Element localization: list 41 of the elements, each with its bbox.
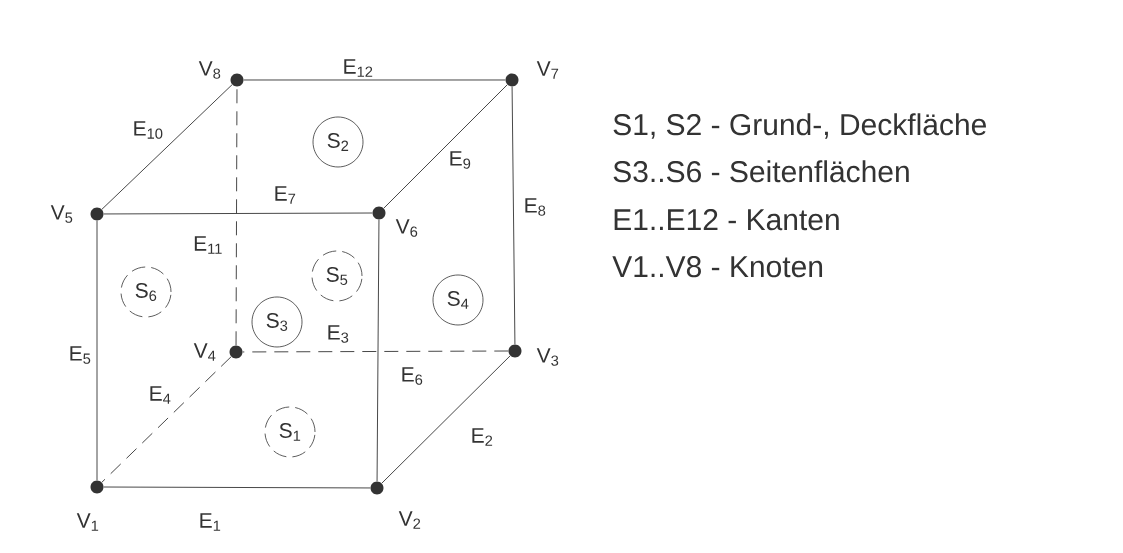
cube-edge (96, 220, 98, 481)
cube-edge (101, 84, 233, 210)
vertex-label: V$_{2}$ (398, 511, 421, 529)
edge-label: E$_{3}$ (328, 325, 349, 343)
face-label: S$_{4}$ (432, 274, 484, 326)
face-label: S$_{1}$ (264, 406, 316, 458)
cube-edge (381, 355, 511, 484)
cube-edge (243, 79, 506, 81)
face-label: S$_{5}$ (311, 250, 363, 302)
edge-label: E$_{9}$ (450, 151, 471, 169)
edge-label: E$_{10}$ (134, 121, 163, 139)
cube-edge (511, 86, 516, 345)
edge-label: E$_{2}$ (472, 428, 493, 446)
legend-text: E1..E12 - Kanten (614, 209, 839, 231)
cube-edge (103, 486, 371, 489)
vertex-label: V$_{5}$ (50, 205, 73, 223)
cube-edge (103, 212, 373, 215)
edge-label: E$_{11}$ (194, 236, 222, 254)
cube-edge (242, 350, 509, 353)
vertex-label: V$_{4}$ (193, 343, 216, 361)
face-label: S$_{6}$ (120, 266, 172, 318)
cube-edge (383, 84, 508, 209)
edge-label: E$_{7}$ (275, 186, 296, 204)
vertex-label: V$_{7}$ (536, 61, 559, 79)
face-label: S$_{2}$ (312, 116, 364, 168)
edge-label: E$_{6}$ (402, 367, 423, 385)
edge-label: E$_{8}$ (525, 198, 546, 216)
legend-text: V1..V8 - Knoten (612, 256, 823, 278)
face-label: S$_{3}$ (251, 296, 303, 348)
vertex-label: V$_{8}$ (198, 61, 221, 79)
edge-label: E$_{12}$ (344, 59, 373, 77)
cube-edge (101, 356, 232, 483)
edge-label: E$_{5}$ (70, 346, 91, 364)
vertex-label: V$_{6}$ (395, 219, 418, 237)
legend-text: S3..S6 - Seitenflächen (613, 160, 909, 183)
edge-label: E$_{1}$ (200, 513, 221, 531)
cube-edge (376, 219, 380, 482)
vertex-label: V$_{3}$ (536, 348, 559, 366)
edge-label: E$_{4}$ (150, 386, 171, 404)
legend-text: S1, S2 - Grund-, Deckfläche (613, 113, 986, 139)
vertex-label: V$_{1}$ (76, 513, 99, 531)
